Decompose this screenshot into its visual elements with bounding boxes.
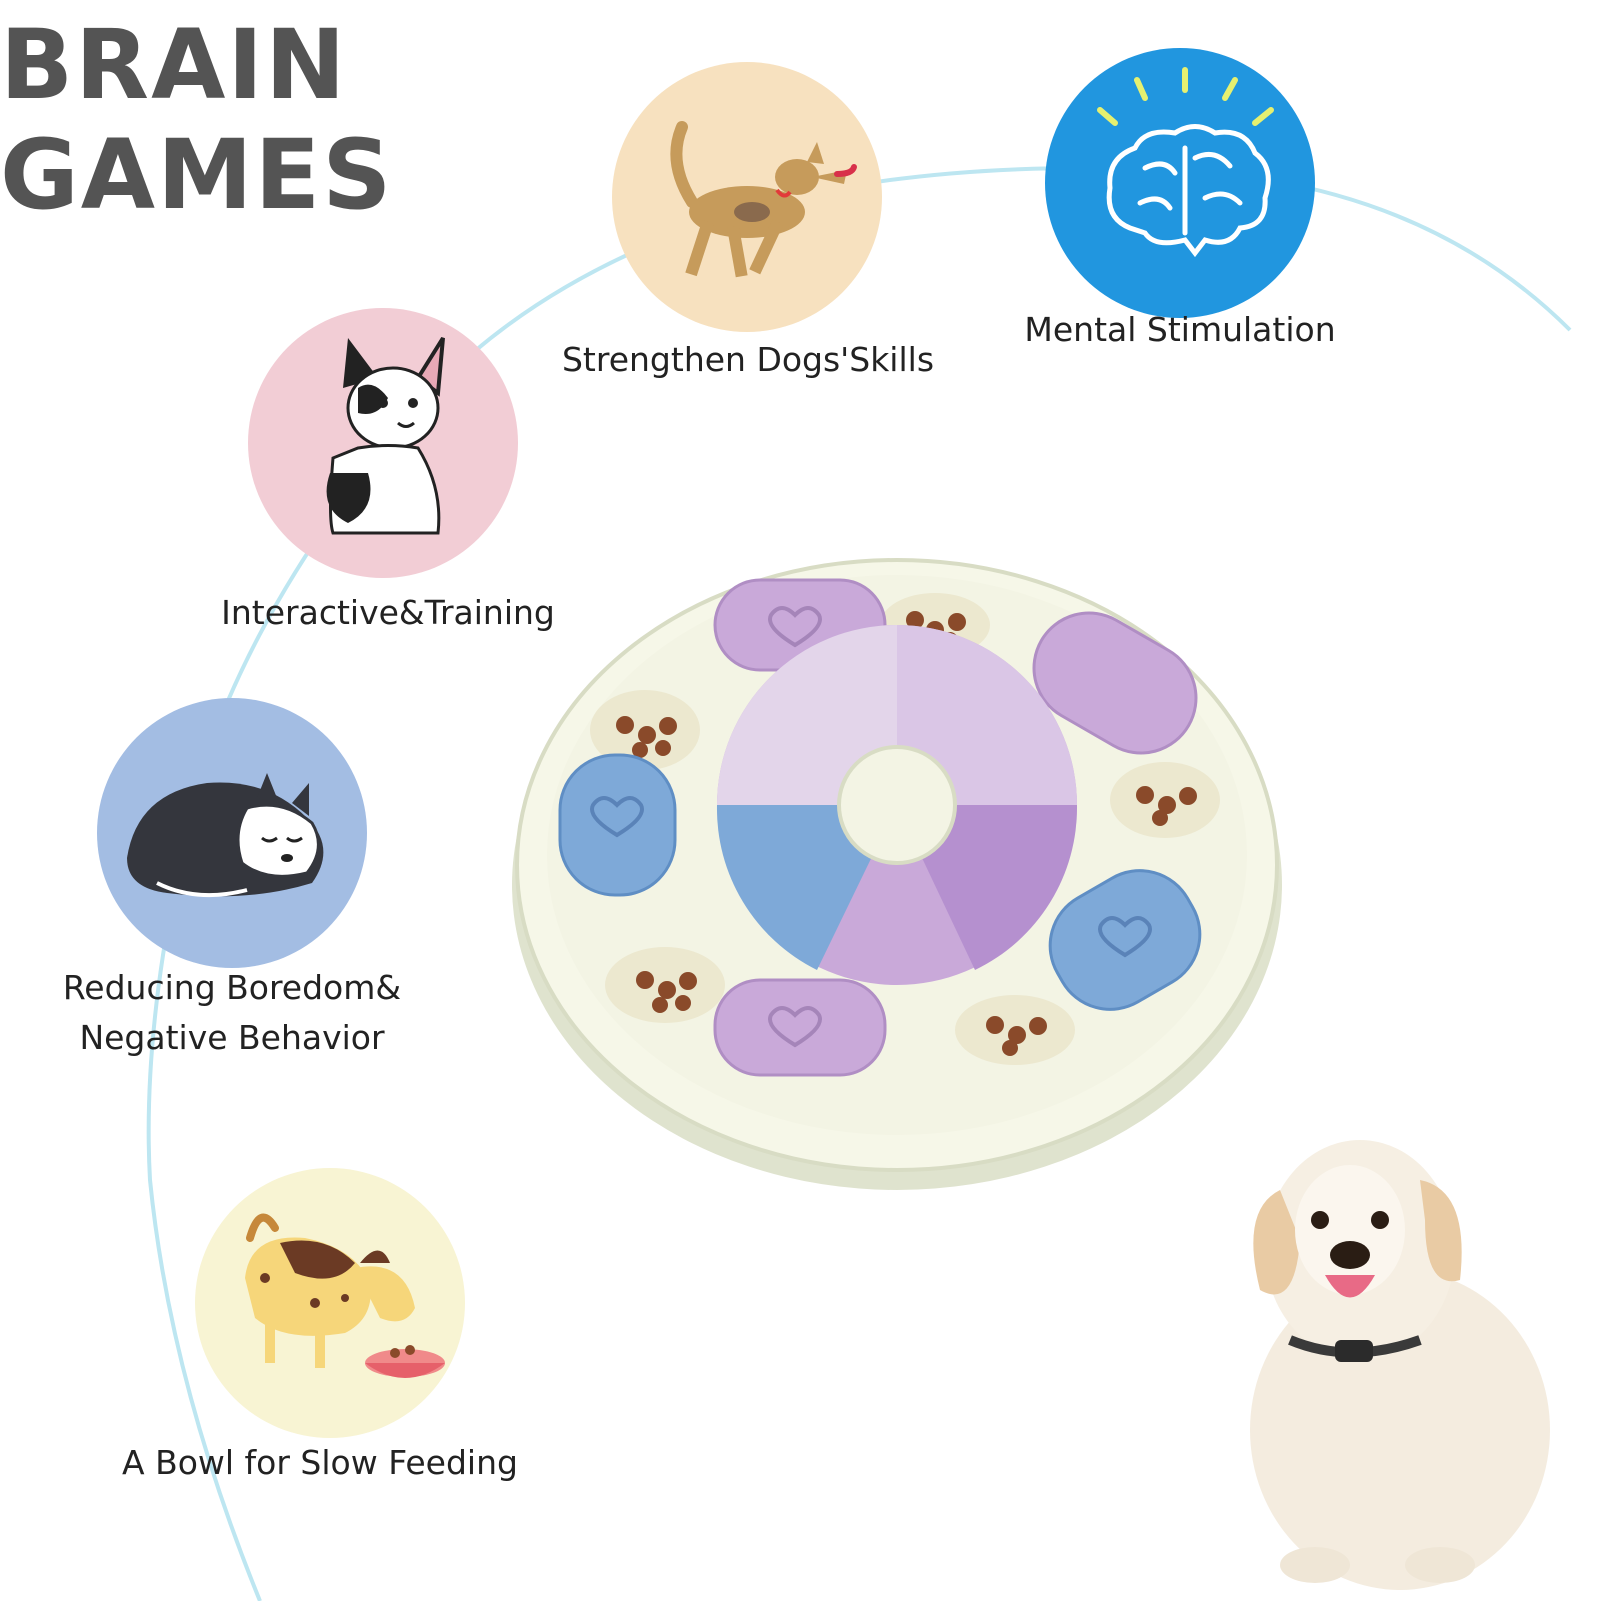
puzzle-feeder-icon: [512, 558, 1282, 1190]
feature-label-line-1: Reducing Boredom&: [62, 968, 402, 1007]
feature-label: Interactive&Training: [221, 593, 555, 632]
feature-label-line-2: Negative Behavior: [79, 1018, 385, 1057]
french-bulldog-icon: [326, 336, 445, 535]
golden-puppy-icon: [1250, 1140, 1550, 1590]
title-line-1: BRAIN: [0, 9, 348, 121]
brain-icon: [1097, 67, 1274, 258]
feature-circle: [97, 698, 367, 968]
puppy-image: [1210, 1010, 1570, 1594]
sleeping-dog-icon: [127, 773, 324, 898]
feature-circle: [612, 62, 882, 332]
title-line-2: GAMES: [0, 119, 394, 231]
feature-label: A Bowl for Slow Feeding: [122, 1443, 518, 1482]
dog-playing-icon: [670, 121, 857, 278]
feature-label: Strengthen Dogs'Skills: [561, 340, 935, 379]
feature-label: Mental Stimulation: [1024, 310, 1336, 349]
feature-circle: [1045, 48, 1315, 318]
feature-circle: [195, 1168, 465, 1438]
puzzle-feeder-image: [505, 540, 1295, 1204]
dog-eating-icon: [245, 1213, 445, 1378]
feature-label: Reducing Boredom& Negative Behavior: [32, 963, 432, 1063]
page-title: BRAIN GAMES: [0, 10, 393, 230]
feature-circle: [248, 308, 518, 578]
